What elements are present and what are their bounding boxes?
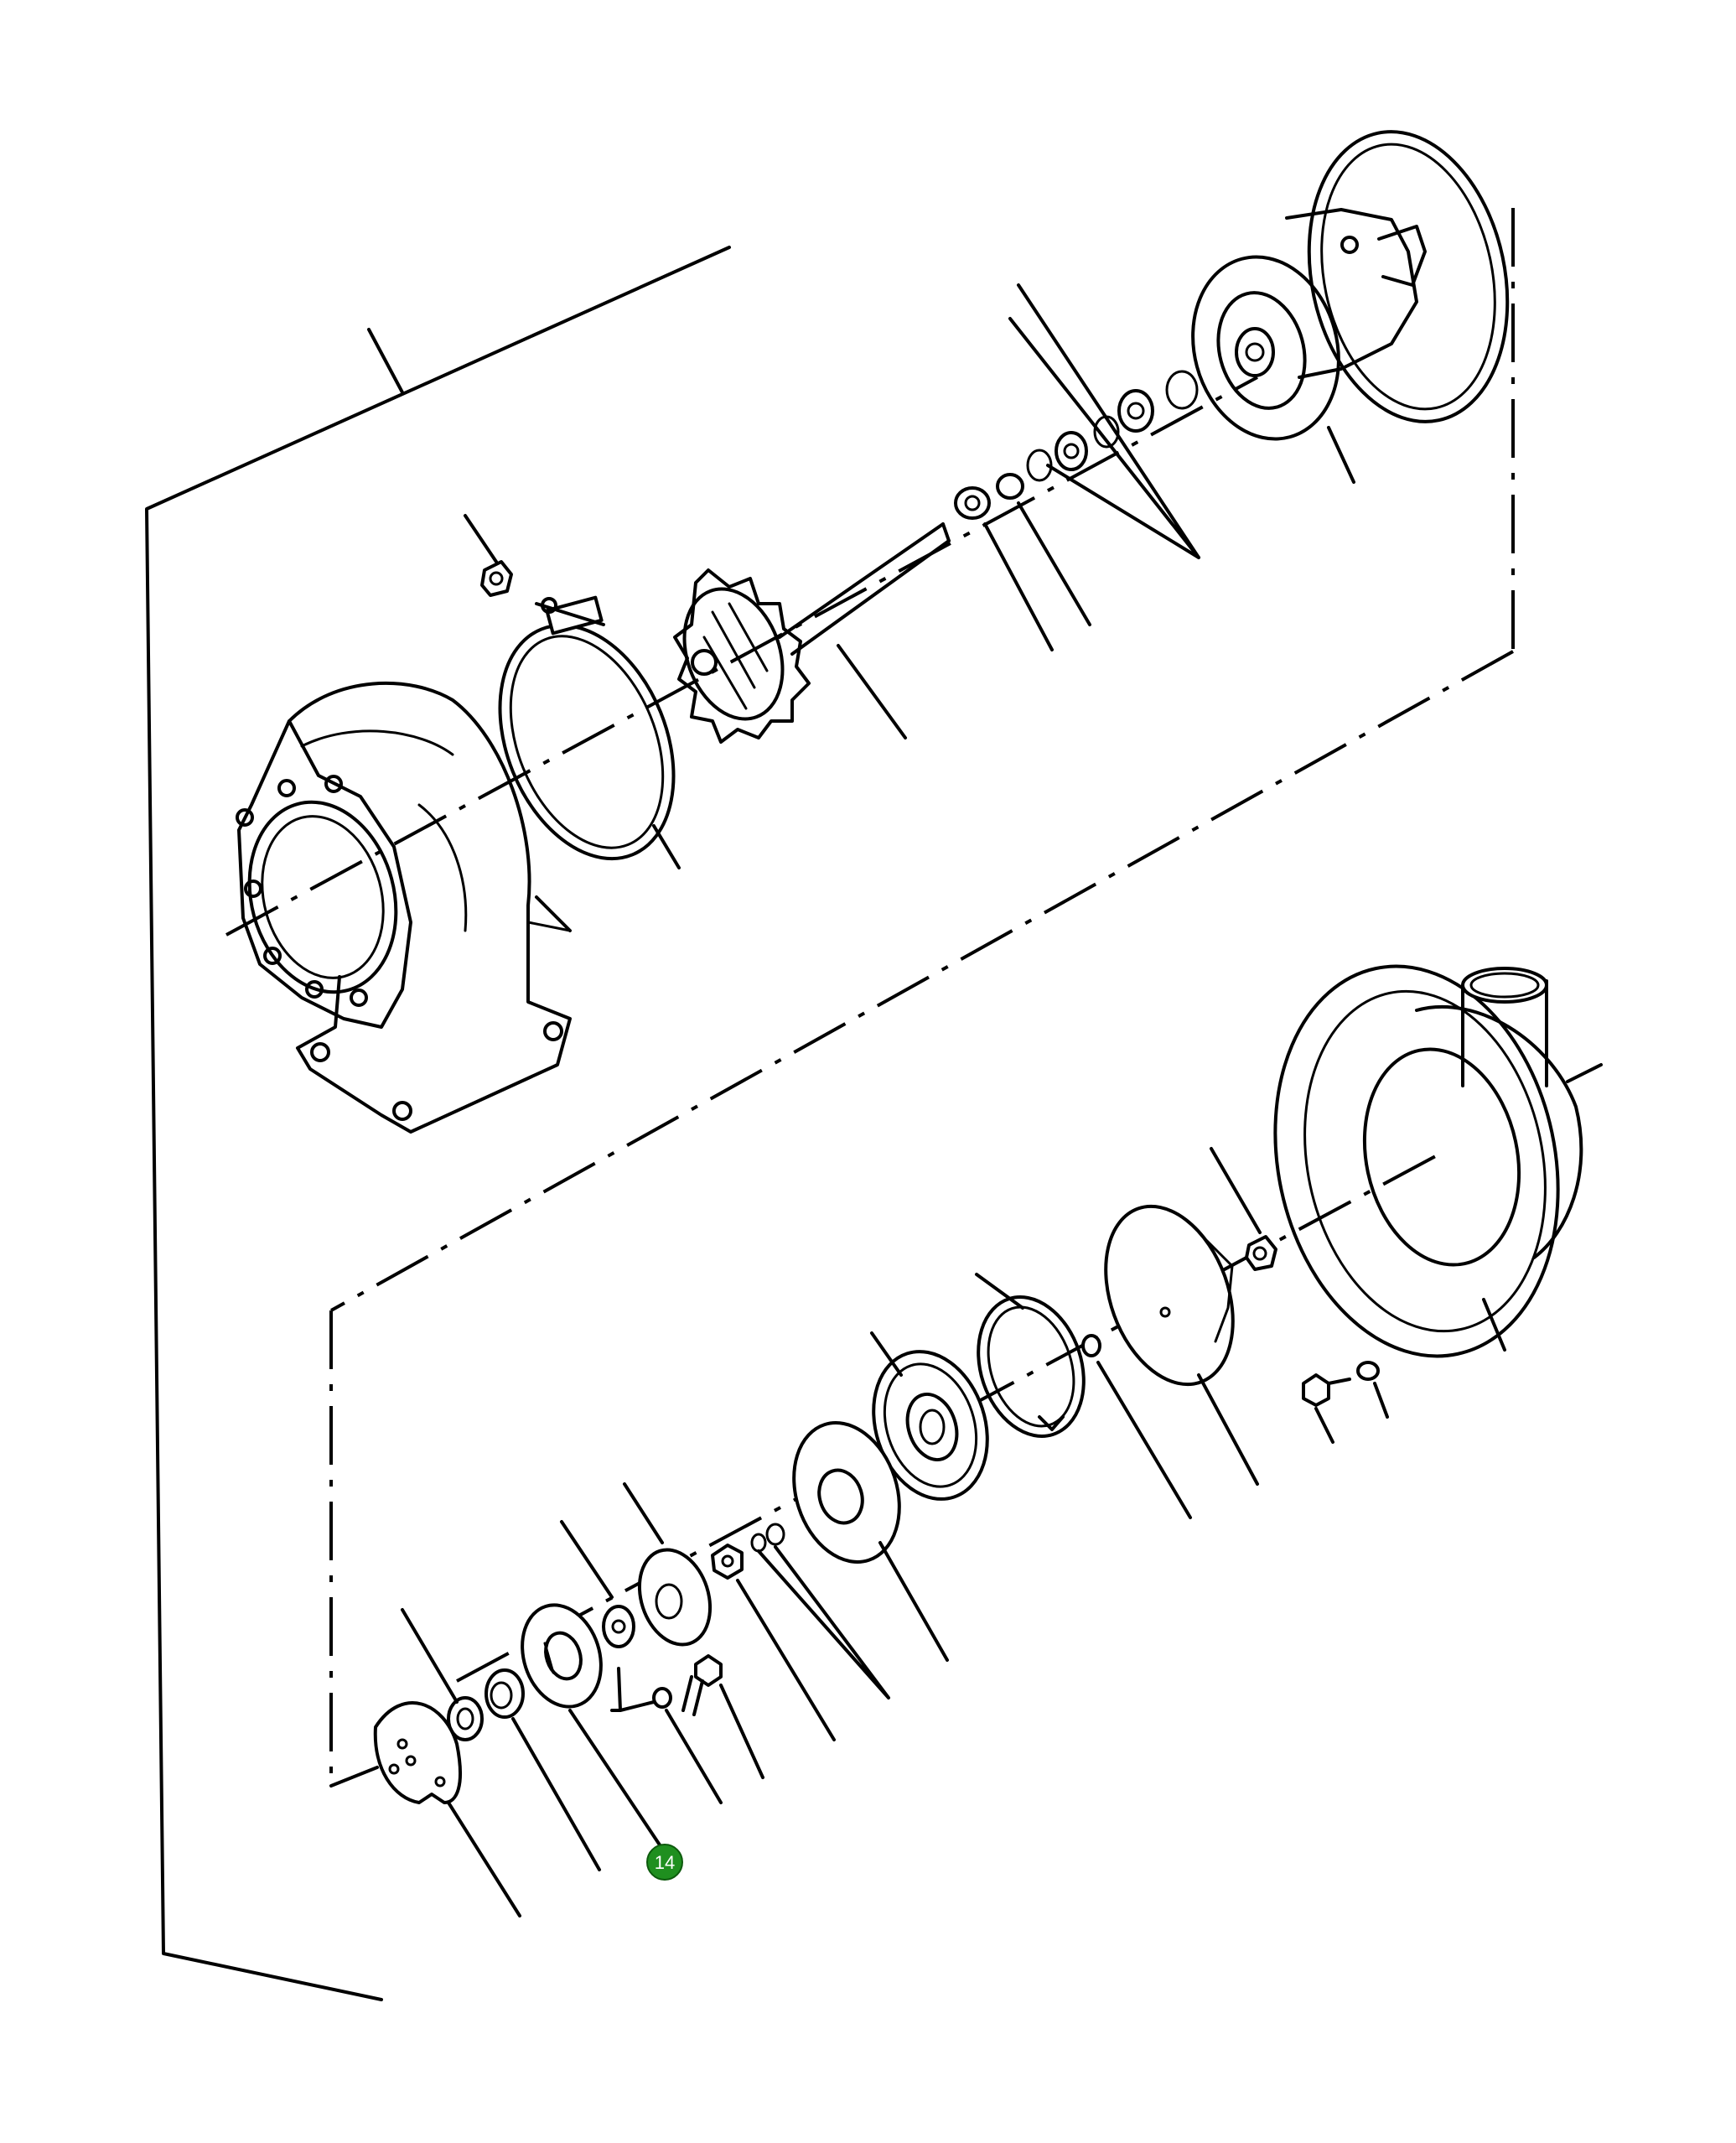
back-plate [373, 1701, 521, 1917]
thrust-bearing [521, 1603, 664, 1850]
callout-badge-14[interactable]: 14 [646, 1844, 683, 1881]
o-rings [750, 1523, 890, 1699]
turbine-axis-line [225, 376, 1258, 937]
housing-fittings [1210, 1147, 1389, 1444]
compressor-wheel [1104, 1204, 1259, 1486]
compressor-seal-plate [870, 1331, 989, 1501]
spacer [560, 1520, 635, 1648]
bearing-ring [401, 1608, 484, 1741]
group-bracket-lines [145, 208, 1515, 2001]
flat-washer-large [792, 1421, 949, 1662]
hex-nut-upper [464, 514, 513, 597]
v-band-clamp [498, 595, 681, 869]
callout-number[interactable]: 14 [655, 1852, 675, 1873]
turbine-wheel-shaft [673, 522, 951, 744]
shaft-seal-rings [954, 283, 1200, 651]
turbine-housing [236, 681, 572, 1134]
bolt-with-washer [652, 1654, 764, 1804]
bearing-housing [1191, 130, 1510, 484]
hex-nut-lower [711, 1544, 836, 1741]
snap-ring [975, 1273, 1086, 1438]
washer-compressor [1081, 1334, 1192, 1519]
compressor-housing [1273, 964, 1603, 1358]
bushing [485, 1668, 601, 1871]
callout-circle[interactable] [646, 1844, 683, 1881]
thrust-collar [623, 1482, 713, 1647]
